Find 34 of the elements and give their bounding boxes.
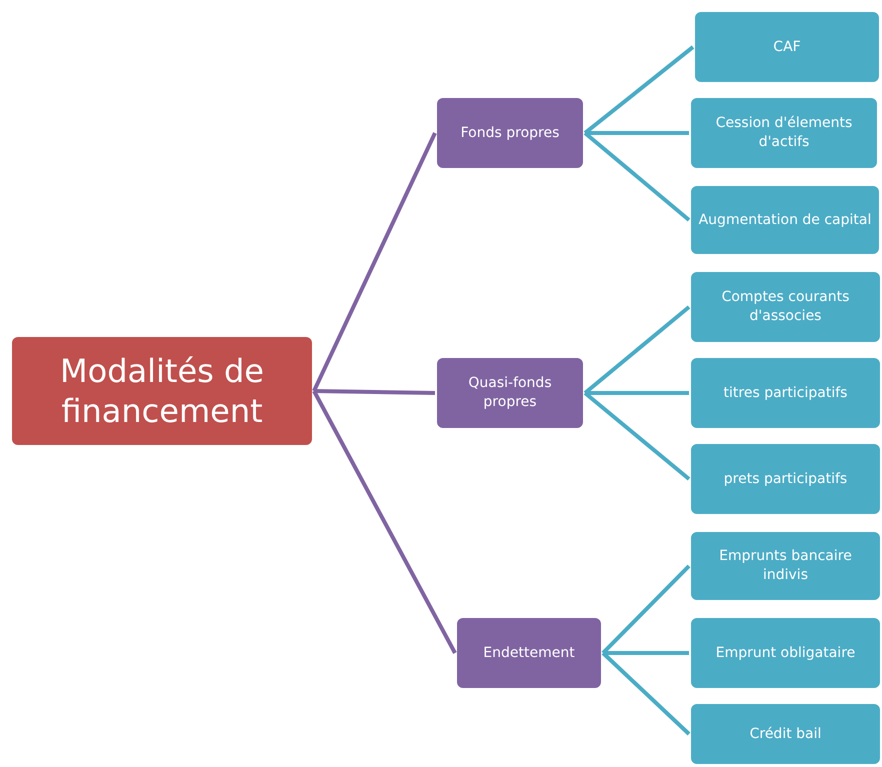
node-label: prets participatifs	[724, 470, 848, 488]
node-label: Augmentation de capital	[698, 210, 872, 230]
item-box	[691, 98, 877, 168]
item-box	[691, 272, 880, 342]
node-label: Cession d'élements d'actifs	[714, 114, 854, 152]
node-label: Quasi-fonds propres	[467, 374, 553, 412]
item-box	[695, 12, 879, 82]
connector-line	[583, 45, 694, 135]
node-label: Crédit bail	[750, 724, 822, 744]
node-label: Emprunt obligataire	[716, 644, 856, 662]
item-box	[691, 358, 880, 428]
item-box	[691, 618, 880, 688]
connector-line	[583, 131, 690, 222]
node-label: titres participatifs	[724, 384, 848, 402]
root-box	[12, 337, 312, 445]
connector-line	[601, 651, 690, 736]
node-label: Emprunts bancaire indivis	[718, 547, 853, 585]
node-label: Modalités de financement	[59, 351, 265, 431]
node-label: Endettement	[483, 644, 575, 662]
node-label: Comptes courants d'associes	[720, 288, 850, 326]
node-label: Fonds propres	[460, 124, 560, 142]
connector-line	[601, 564, 690, 655]
category-box	[437, 358, 583, 428]
connector-line	[312, 389, 457, 654]
item-box	[691, 532, 880, 600]
item-box	[691, 186, 879, 254]
item-box	[691, 704, 880, 764]
item-box	[691, 444, 880, 514]
category-box	[457, 618, 601, 688]
connector-line	[312, 132, 437, 393]
connector-line	[583, 305, 690, 395]
node-label: CAF	[773, 38, 801, 56]
connector-line	[583, 391, 690, 481]
category-box	[437, 98, 583, 168]
